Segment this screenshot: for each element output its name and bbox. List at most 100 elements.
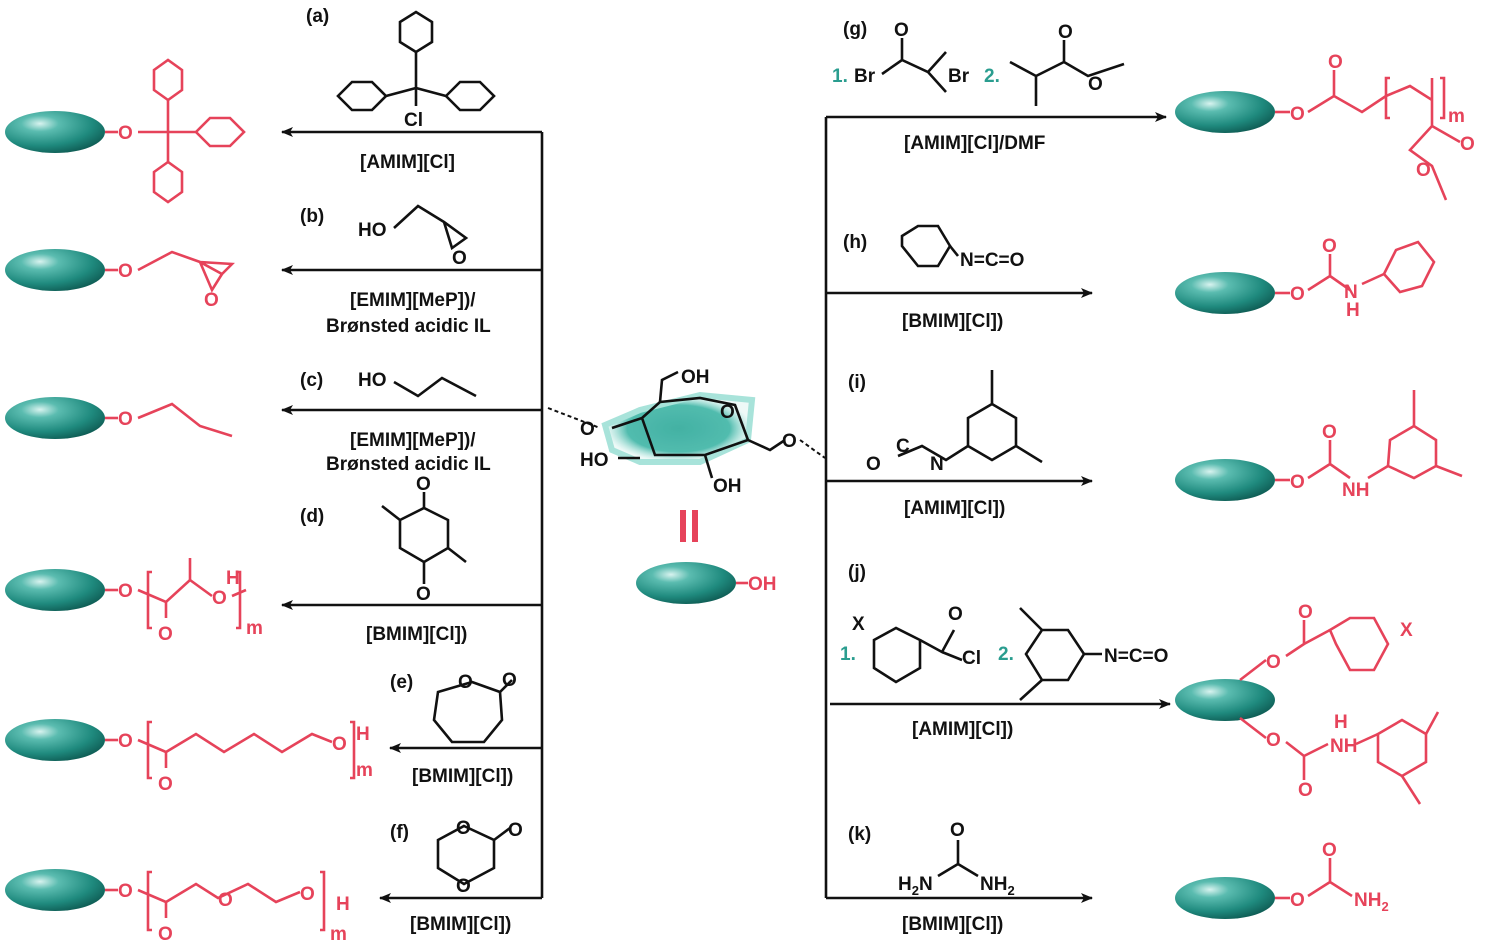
product-e: O O O H m — [5, 719, 373, 795]
atom-o-g1: O — [894, 20, 909, 41]
atom-o-d2: O — [416, 584, 431, 605]
atom-o-pj2: O — [1298, 602, 1313, 623]
reagent-propanol: HO — [358, 370, 477, 398]
atom-o-d1: O — [416, 474, 431, 495]
atom-h-pe: H — [356, 724, 370, 745]
atom-ho-c: HO — [358, 370, 387, 391]
label-d: (d) — [300, 506, 324, 527]
product-b: O O — [5, 249, 235, 311]
atom-o-j1: O — [948, 604, 963, 625]
atom-ho-b: HO — [358, 220, 387, 241]
step-2-j: 2. — [998, 644, 1014, 665]
cond-b1: [EMIM][MeP])/ — [350, 290, 476, 311]
reagent-bromoisobutyryl-bromide: 1. Br O Br — [832, 20, 970, 93]
cond-k: [BMIM][Cl]) — [902, 914, 1003, 935]
atom-o-f1: O — [456, 818, 471, 839]
product-j: O O X O O NH H — [1175, 602, 1440, 805]
cond-b2: Brønsted acidic IL — [326, 316, 491, 337]
atom-o-pg2: O — [1328, 52, 1343, 73]
atom-o-i: O — [866, 454, 881, 475]
atom-o-pg3: O — [1460, 134, 1475, 155]
atom-o-pk: O — [1290, 890, 1305, 911]
atom-o-ring: O — [720, 402, 735, 423]
reagent-trityl-chloride: Cl — [336, 10, 496, 131]
glucose-unit: OH O O O HO OH — [547, 367, 826, 497]
atom-o-pk2: O — [1322, 840, 1337, 861]
cond-a: [AMIM][Cl] — [360, 152, 455, 173]
atom-o-k: O — [950, 820, 965, 841]
cond-c2: Brønsted acidic IL — [326, 454, 491, 475]
atom-oh-bottom: OH — [713, 476, 742, 497]
label-g: (g) — [843, 19, 867, 40]
atom-m-pe: m — [356, 760, 373, 781]
atom-o-pj4: O — [1298, 780, 1313, 801]
atom-o-pd3: O — [212, 588, 227, 609]
step-1-j: 1. — [840, 644, 856, 665]
label-j: (j) — [848, 562, 866, 583]
atom-o-pa: O — [118, 123, 133, 144]
atom-o-pi: O — [1290, 472, 1305, 493]
reagent-methyl-methacrylate: 2. O O — [984, 22, 1125, 106]
atom-o-pb2: O — [204, 290, 219, 311]
atom-x-pj: X — [1400, 620, 1413, 641]
atom-h-pj: H — [1334, 712, 1348, 733]
atom-o-g3: O — [1088, 74, 1103, 95]
reagent-dioxanone: O O O — [436, 818, 523, 897]
product-g: O O m O O — [1175, 52, 1475, 201]
atom-br-g1: Br — [854, 66, 876, 87]
atom-o-pg4: O — [1416, 160, 1431, 181]
atom-o-g2: O — [1058, 22, 1073, 43]
atom-cl-j: Cl — [962, 648, 981, 669]
cond-h: [BMIM][Cl]) — [902, 311, 1003, 332]
atom-o-pj1: O — [1266, 652, 1281, 673]
atom-o-pf3: O — [218, 890, 233, 911]
label-b: (b) — [300, 206, 324, 227]
label-h: (h) — [843, 232, 867, 253]
atom-nh2-pk: NH2 — [1354, 890, 1389, 914]
reagent-caprolactone: O O — [432, 670, 517, 744]
cellulose-oh: OH — [636, 562, 777, 604]
atom-h-ph: H — [1346, 300, 1360, 321]
product-h: O O N H — [1175, 236, 1436, 321]
step-2-g: 2. — [984, 66, 1000, 87]
atom-o-pf: O — [118, 881, 133, 902]
equals-marker — [680, 510, 698, 542]
atom-o-e2: O — [502, 670, 517, 691]
atom-nco-h: N=C=O — [960, 250, 1024, 271]
atom-nh-pi: NH — [1342, 480, 1369, 501]
reagent-urea: O H2N NH2 — [898, 820, 1015, 898]
step-1-g: 1. — [832, 66, 848, 87]
atom-o-right: O — [782, 431, 797, 452]
atom-o-pe3: O — [332, 734, 347, 755]
atom-nco-j: N=C=O — [1104, 646, 1168, 667]
reagent-benzoyl-chloride: 1. X O Cl — [840, 604, 981, 684]
atom-o-pf4: O — [300, 884, 315, 905]
atom-o-pi2: O — [1322, 422, 1337, 443]
atom-nh-pj: NH — [1330, 736, 1357, 757]
atom-c-i: C — [896, 436, 910, 457]
atom-m-pf: m — [330, 924, 347, 945]
atom-m-pd: m — [246, 618, 263, 639]
product-d: O O O H m — [5, 558, 263, 645]
label-e: (e) — [390, 672, 413, 693]
cond-g: [AMIM][Cl]/DMF — [904, 133, 1045, 154]
atom-o-b: O — [452, 248, 467, 269]
atom-o-pd2: O — [158, 624, 173, 645]
reagent-dimethylphenyl-isocyanate-j: 2. N=C=O — [998, 607, 1168, 701]
product-a: O — [5, 58, 246, 204]
atom-o-pc: O — [118, 409, 133, 430]
atom-oh-cell: OH — [748, 574, 777, 595]
atom-n-i: N — [930, 454, 944, 475]
atom-o-f3: O — [456, 876, 471, 897]
cond-i: [AMIM][Cl]) — [904, 498, 1005, 519]
label-k: (k) — [848, 824, 871, 845]
cond-d: [BMIM][Cl]) — [366, 624, 467, 645]
reagent-dimethylphenyl-isocyanate: N C O — [866, 370, 1043, 475]
atom-h-pd: H — [226, 568, 240, 589]
cond-c1: [EMIM][MeP])/ — [350, 430, 476, 451]
cond-e: [BMIM][Cl]) — [412, 766, 513, 787]
atom-o-ph: O — [1290, 284, 1305, 305]
reagent-lactide: O O — [381, 474, 467, 605]
label-c: (c) — [300, 370, 323, 391]
